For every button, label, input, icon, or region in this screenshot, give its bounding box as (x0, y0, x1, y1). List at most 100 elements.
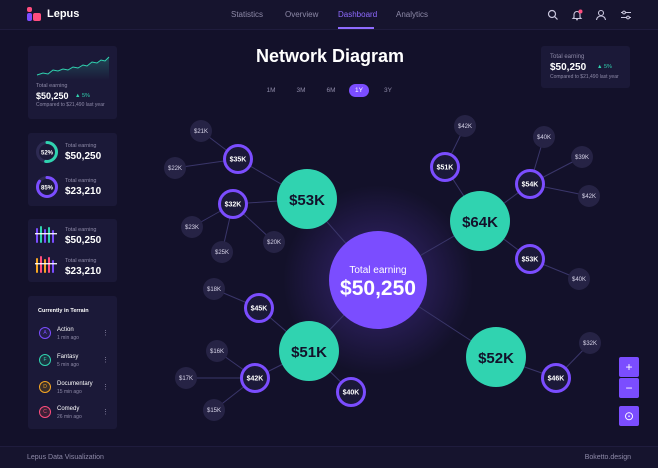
bars-2-value: $23,210 (65, 266, 102, 277)
ring-2-value: $23,210 (65, 186, 102, 197)
ring-1-label: Total earning (65, 143, 97, 149)
ring-node-label: $40K (343, 390, 360, 397)
reset-view-button[interactable]: ⊙ (619, 406, 639, 426)
leaf-node-label: $17K (179, 376, 193, 382)
period-1m[interactable]: 1M (266, 87, 276, 94)
footer-credit[interactable]: Boketto.design (584, 454, 631, 461)
leaf-node-label: $20K (267, 240, 281, 246)
terrain-item-time: 15 min ago (57, 389, 82, 395)
ring-node (541, 363, 571, 393)
user-icon[interactable] (595, 9, 607, 21)
ring-node-label: $45K (251, 306, 268, 313)
terrain-initial-a: A (39, 327, 51, 339)
page-title: Network Diagram (255, 46, 405, 66)
leaf-node (203, 399, 225, 421)
center-node-label: Total earning (349, 265, 406, 276)
zoom-in-button[interactable]: + (619, 357, 639, 377)
earning-card-value: $50,250 (36, 91, 69, 101)
leaf-node (175, 367, 197, 389)
earning-card-change: ▲ 5% (75, 93, 90, 99)
bars-1-value: $50,250 (65, 235, 102, 246)
nav-dashboard[interactable]: Dashboard (338, 10, 378, 19)
leaf-node (568, 268, 590, 290)
settings-sliders-icon[interactable] (620, 9, 632, 21)
ring-percent-85: 85% (41, 186, 54, 192)
period-1y[interactable]: 1Y (349, 84, 369, 97)
leaf-node-label: $42K (582, 194, 596, 200)
earning-card-label: Total earning (36, 83, 68, 89)
more-options-icon[interactable]: ⋮ (102, 357, 109, 364)
nav-analytics[interactable]: Analytics (396, 10, 429, 19)
hub-node (279, 321, 339, 381)
leaf-node (533, 126, 555, 148)
hub-node-label: $51K (291, 344, 327, 361)
nav-statistics[interactable]: Statistics (231, 10, 264, 19)
terrain-item-time: 26 min ago (57, 414, 82, 420)
hub-node-label: $52K (478, 350, 514, 367)
mini-bars-card: Total earning $50,250 Total earning $23,… (28, 219, 117, 282)
terrain-item-name: Fantasy (57, 354, 79, 360)
ring-percent-52: 52% (41, 151, 54, 157)
ring-node (515, 169, 545, 199)
tr-card-change: ▲ 5% (597, 64, 612, 70)
leaf-node (579, 332, 601, 354)
lepus-logo-icon[interactable] (27, 7, 41, 21)
footer-left-text: Lepus Data Visualization (27, 454, 104, 461)
ring-progress-card: 52% Total earning $50,250 85% Total earn… (28, 133, 117, 206)
leaf-node-label: $23K (185, 225, 199, 231)
ring-2-label: Total earning (65, 178, 97, 184)
terrain-initial-f: F (39, 354, 51, 366)
period-6m[interactable]: 6M (326, 87, 336, 94)
ring-node-label: $42K (247, 376, 264, 383)
ring-progress-52: 52% (36, 141, 58, 163)
leaf-node-label: $25K (215, 250, 229, 256)
top-navbar: Lepus Statistics Overview Dashboard Anal… (0, 0, 658, 30)
tr-card-label: Total earning (550, 54, 585, 60)
ring-node-label: $32K (225, 202, 242, 209)
earning-card-compare: Compared to $21,490 last year (36, 102, 105, 108)
zoom-out-button[interactable]: − (619, 378, 639, 398)
leaf-node (211, 241, 233, 263)
more-options-icon[interactable]: ⋮ (102, 330, 109, 337)
leaf-node (571, 146, 593, 168)
ring-node-label: $35K (230, 157, 247, 164)
tr-card-compare: Compared to $21,490 last year (550, 74, 619, 80)
hub-node (277, 169, 337, 229)
hub-node (450, 191, 510, 251)
terrain-item-time: 5 min ago (57, 362, 79, 368)
leaf-node (181, 216, 203, 238)
center-node-value: $50,250 (340, 277, 416, 300)
terrain-initial-d: D (39, 381, 51, 393)
leaf-node (263, 231, 285, 253)
ring-node-label: $53K (522, 257, 539, 264)
leaf-node (203, 278, 225, 300)
ring-node (218, 189, 248, 219)
terrain-item-name: Comedy (57, 406, 80, 412)
leaf-node-label: $32K (583, 341, 597, 347)
hub-node-label: $64K (462, 214, 498, 231)
leaf-node-label: $22K (168, 166, 182, 172)
terrain-title: Currently in Terrain (38, 308, 89, 314)
leaf-node-label: $39K (575, 155, 589, 161)
terrain-item-name: Documentary (57, 381, 93, 387)
period-3y[interactable]: 3Y (384, 87, 392, 94)
active-nav-indicator (338, 27, 374, 29)
leaf-node-label: $18K (207, 287, 221, 293)
ring-node (430, 152, 460, 182)
footer: Lepus Data Visualization Boketto.design (0, 446, 658, 468)
bell-icon[interactable] (571, 9, 583, 21)
leaf-node-label: $16K (210, 349, 224, 355)
search-icon[interactable] (547, 9, 559, 21)
ring-progress-85: 85% (36, 176, 58, 198)
more-options-icon[interactable]: ⋮ (102, 384, 109, 391)
period-3m[interactable]: 3M (296, 87, 306, 94)
terrain-item-name: Action (57, 327, 74, 333)
hub-node-label: $53K (289, 192, 325, 209)
bars-2-label: Total earning (65, 258, 97, 264)
nav-overview[interactable]: Overview (285, 10, 319, 19)
tr-card-change-value: 5% (603, 64, 612, 70)
mini-bars-orange (35, 256, 57, 273)
more-options-icon[interactable]: ⋮ (102, 409, 109, 416)
earning-card-change-value: 5% (81, 93, 90, 99)
